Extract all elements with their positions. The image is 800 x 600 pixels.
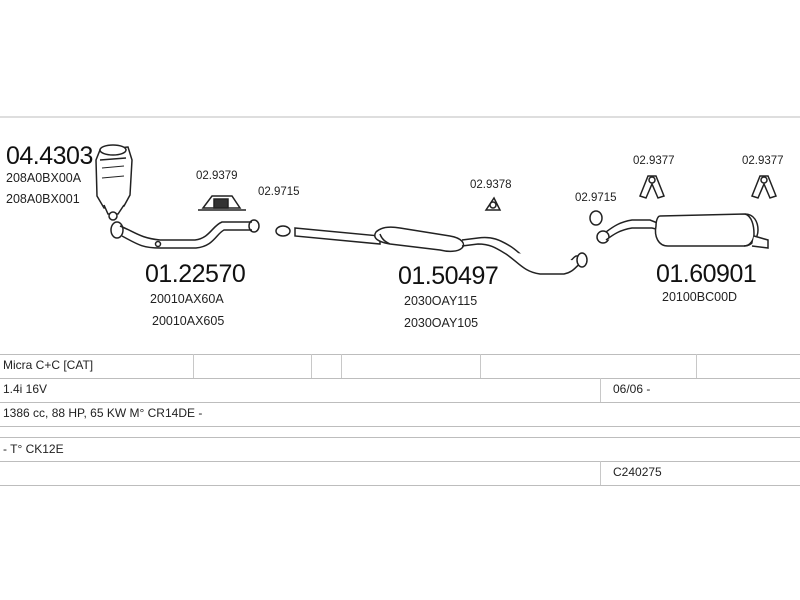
oem-code: 20100BC00D xyxy=(662,290,738,304)
table-border xyxy=(0,485,800,486)
accessory-number: 02.9377 xyxy=(633,155,675,167)
rubber-hanger-icon xyxy=(751,175,777,199)
table-divider xyxy=(600,378,601,402)
rubber-hanger-icon xyxy=(639,175,665,199)
gasket-ring-icon xyxy=(275,225,291,237)
oem-code: 2030OAY115 xyxy=(404,294,478,308)
oem-code: 208A0BX00A xyxy=(6,171,82,185)
table-divider xyxy=(193,354,194,378)
table-border xyxy=(0,437,800,438)
oem-code: 20010AX60A xyxy=(150,292,224,306)
table-divider xyxy=(480,354,481,378)
reference-code: C240275 xyxy=(613,465,662,479)
accessory-number: 02.9379 xyxy=(196,170,238,182)
table-divider xyxy=(696,354,697,378)
oem-code: 208A0BX001 xyxy=(6,192,80,206)
catalytic-converter-icon xyxy=(95,144,133,221)
table-divider xyxy=(341,354,342,378)
table-border xyxy=(0,461,800,462)
exhaust-system-diagram xyxy=(0,116,800,275)
table-border xyxy=(0,378,800,379)
production-date: 06/06 - xyxy=(613,382,651,396)
gasket-ring-icon xyxy=(589,210,603,226)
accessory-number: 02.9715 xyxy=(258,186,300,198)
part-number: 01.50497 xyxy=(398,262,499,290)
oem-code: 20010AX605 xyxy=(152,314,225,328)
vehicle-model: Micra C+C [CAT] xyxy=(3,358,94,372)
part-number: 01.22570 xyxy=(145,260,246,288)
middle-silencer-icon xyxy=(294,226,588,275)
engine-specs: 1386 cc, 88 HP, 65 KW M° CR14DE - xyxy=(3,406,203,420)
table-border xyxy=(0,426,800,427)
part-number: 01.60901 xyxy=(656,260,757,288)
accessory-number: 02.9378 xyxy=(470,179,512,191)
table-divider xyxy=(311,354,312,378)
accessory-number: 02.9715 xyxy=(575,192,617,204)
rear-silencer-icon xyxy=(596,213,769,249)
table-border xyxy=(0,354,800,355)
table-border xyxy=(0,402,800,403)
part-number: 04.4303 xyxy=(6,142,93,170)
accessory-number: 02.9377 xyxy=(742,155,784,167)
engine-label: 1.4i 16V xyxy=(3,382,48,396)
chassis-code: - T° CK12E xyxy=(3,442,64,456)
oem-code: 2030OAY105 xyxy=(404,316,479,330)
front-pipe-icon xyxy=(110,219,260,249)
mounting-bracket-icon xyxy=(198,195,246,211)
table-divider xyxy=(600,461,601,485)
rubber-hanger-icon xyxy=(484,196,502,211)
